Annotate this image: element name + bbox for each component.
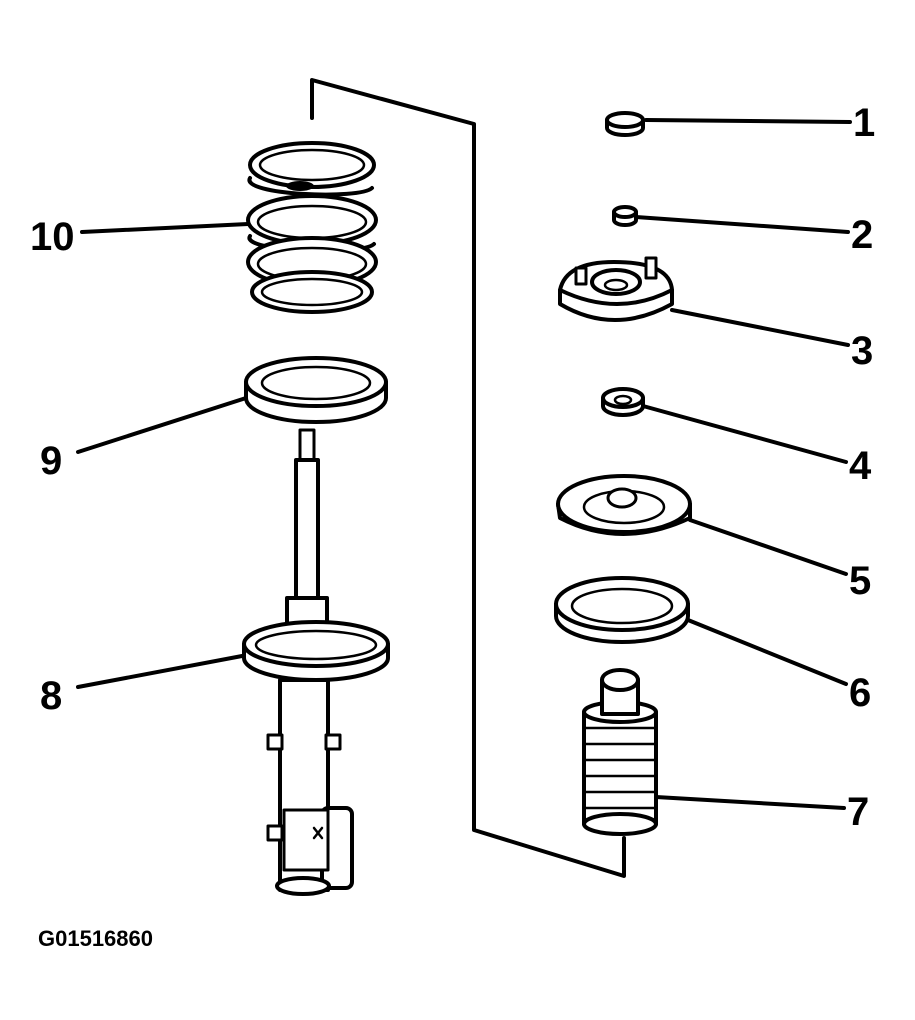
upper-nut: [605, 111, 645, 137]
strut-mount: [558, 256, 674, 322]
figure-code: G01516860: [38, 926, 153, 951]
nut: [612, 205, 638, 227]
upper-insulator: [554, 576, 690, 644]
lower-insulator: [244, 356, 388, 424]
callout-4: 4: [849, 444, 872, 488]
coil-spring: [246, 141, 378, 314]
callout-numbers: 1 2 3 4 5 6 7 8 9 10: [30, 101, 875, 834]
callout-1: 1: [853, 101, 875, 145]
callout-3: 3: [851, 329, 873, 373]
spring-seat: [556, 474, 692, 536]
callout-10: 10: [30, 215, 75, 259]
callout-2: 2: [851, 213, 873, 257]
bushing: [601, 387, 645, 417]
strut-assembly: [266, 428, 354, 896]
bumper-and-dust-boot: [582, 668, 658, 836]
assembly-bracket: [310, 78, 626, 878]
callout-8: 8: [40, 674, 62, 718]
callout-6: 6: [849, 671, 871, 715]
callout-7: 7: [847, 790, 869, 834]
callout-9: 9: [40, 439, 62, 483]
callout-5: 5: [849, 559, 871, 603]
lower-spring-seat: [242, 620, 390, 682]
leader-lines: [76, 118, 852, 810]
